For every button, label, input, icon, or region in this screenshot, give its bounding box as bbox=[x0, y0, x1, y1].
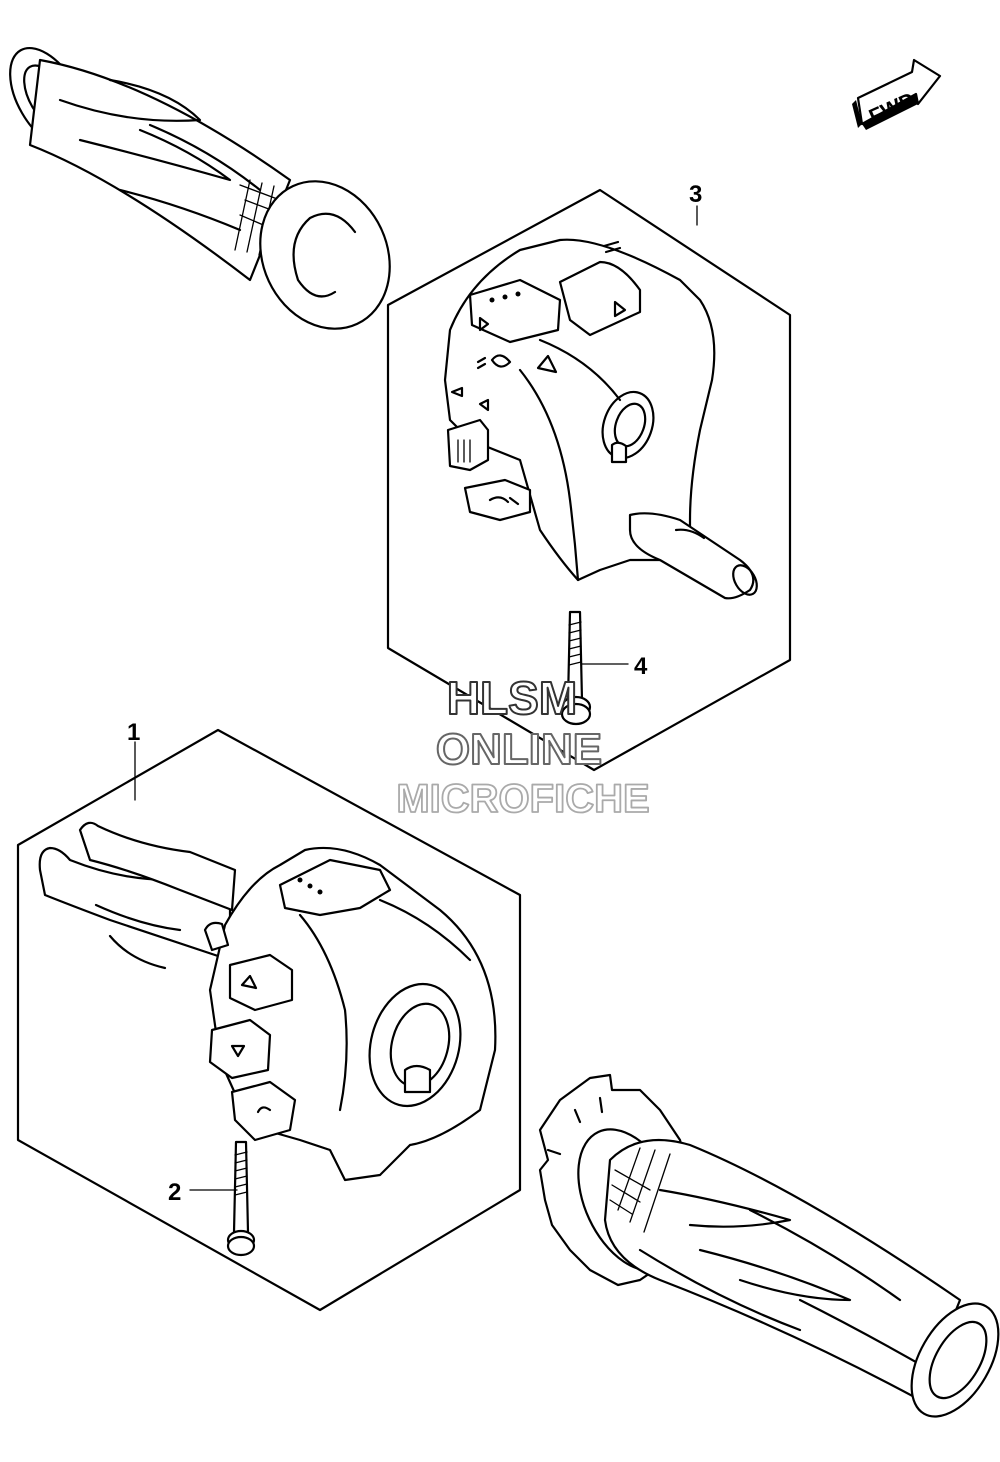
callout-1: 1 bbox=[127, 719, 140, 746]
handlebar-switch-right bbox=[443, 238, 758, 600]
screw-2 bbox=[226, 1140, 256, 1257]
handlebar-switch-left bbox=[38, 821, 497, 1182]
assembly-box-3 bbox=[386, 188, 792, 772]
watermark-line-1: HLSM bbox=[447, 672, 577, 724]
callout-3: 3 bbox=[689, 181, 702, 208]
watermark-line-3: MICROFICHE bbox=[396, 777, 649, 821]
callout-2: 2 bbox=[168, 1179, 181, 1206]
screw-4 bbox=[560, 610, 592, 726]
watermark: HLSM ONLINE MICROFICHE bbox=[395, 671, 650, 822]
fwd-arrow-icon: FWD bbox=[852, 58, 942, 130]
throttle-grip-right bbox=[538, 1073, 1000, 1418]
callout-4: 4 bbox=[634, 653, 648, 680]
assembly-box-1 bbox=[16, 728, 522, 1312]
watermark-line-2: ONLINE bbox=[436, 725, 602, 774]
handlebar-grip-left bbox=[9, 46, 391, 330]
